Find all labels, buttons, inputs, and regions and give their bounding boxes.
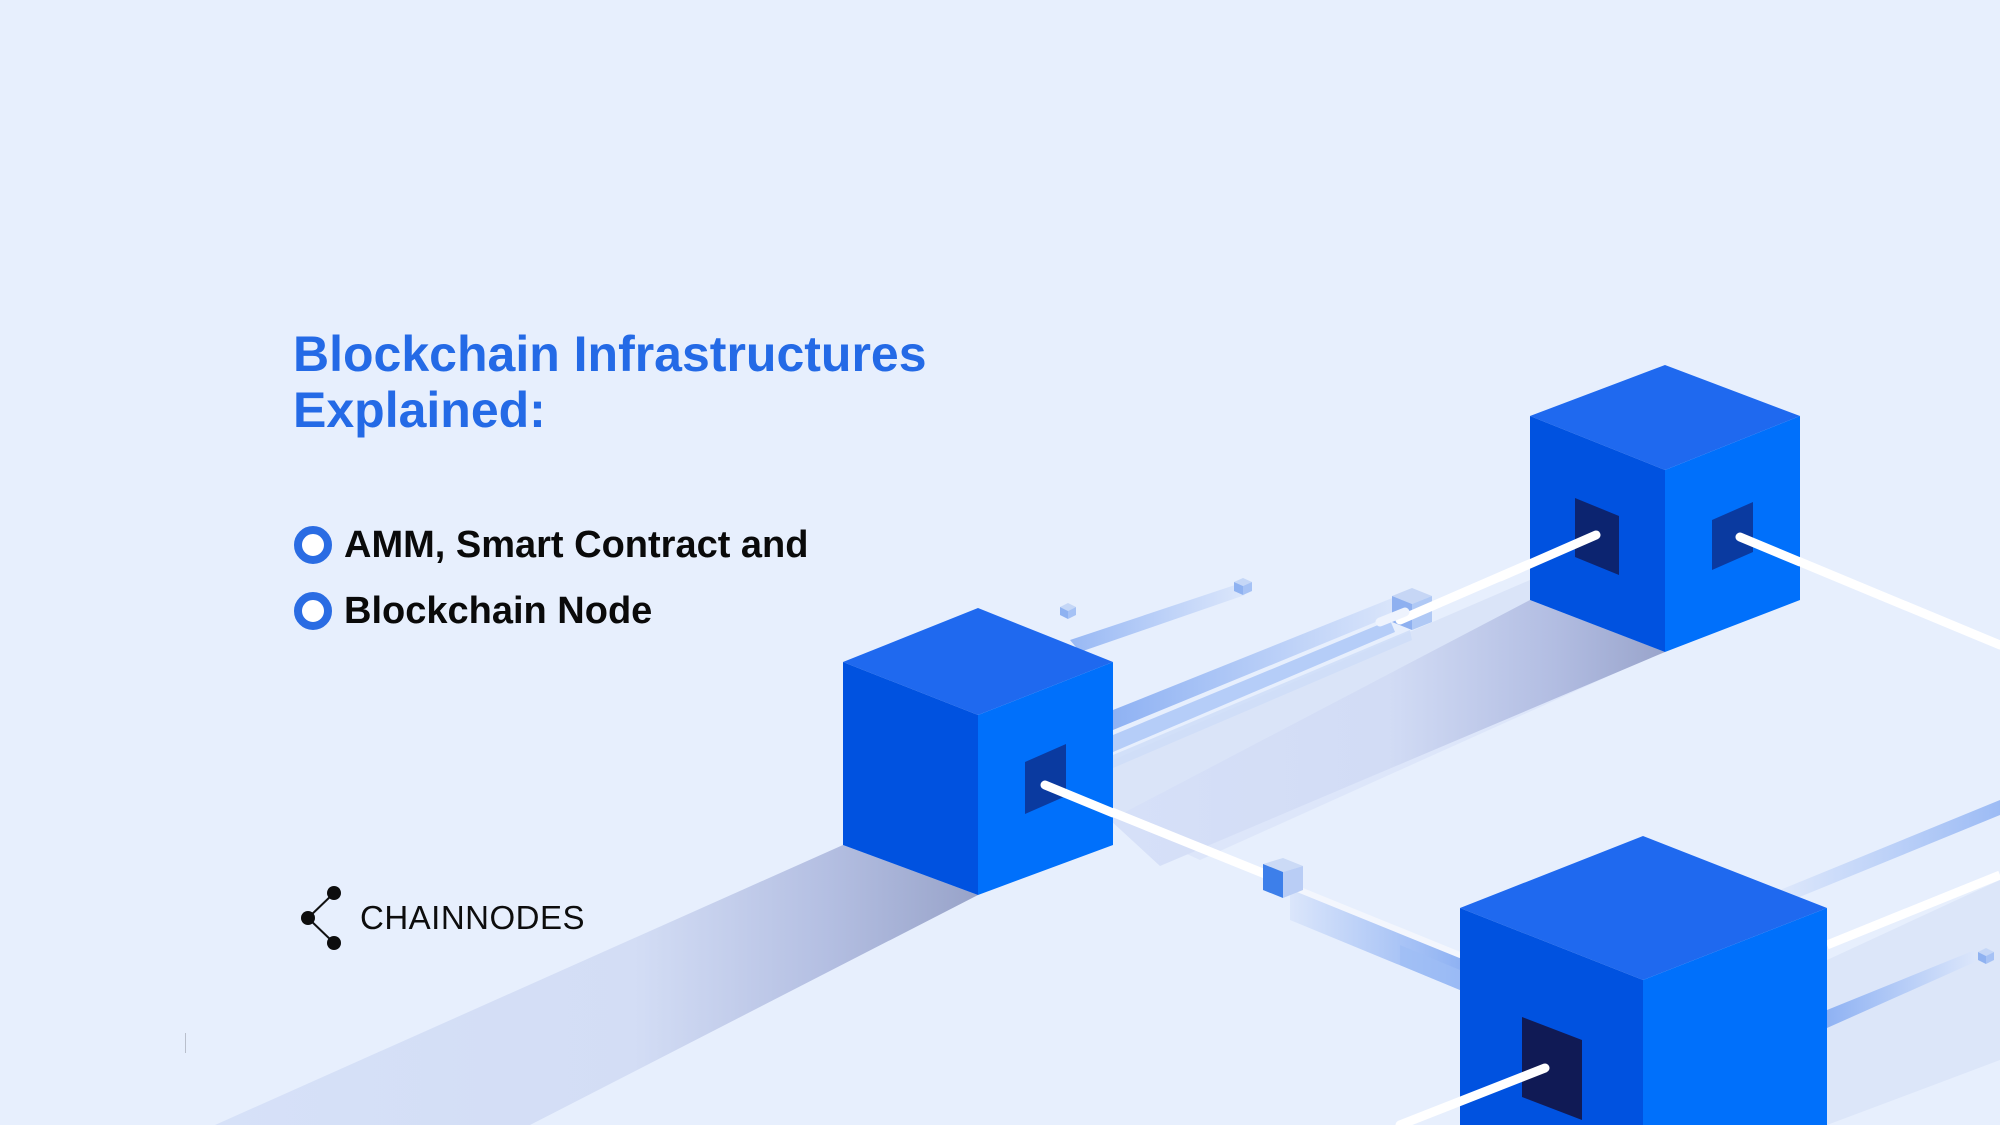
beam [1113,630,1412,768]
mini-cube [1060,603,1076,619]
link-line [1292,885,1463,958]
title-line-1: Blockchain Infrastructures [293,326,927,382]
link-line [1825,870,2000,950]
brand-logo: CHAINNODES [298,885,585,951]
beam [1070,585,1245,652]
floor-strip [1113,580,1530,820]
cube-left [843,608,1113,895]
bullet-label: Blockchain Node [344,589,653,632]
mini-cube [1234,578,1252,595]
beam [1113,595,1400,730]
mini-cube [1978,948,1994,964]
slide-title: Blockchain Infrastructures Explained: [293,326,927,438]
bullet-item-amm: AMM, Smart Contract and [294,512,808,578]
bullet-label: AMM, Smart Contract and [344,523,809,566]
bullet-item-node: Blockchain Node [294,578,808,644]
cube-bottom-right [1460,836,1827,1125]
beam [1827,950,1975,1028]
beam [1400,945,1460,990]
mini-cube [1263,858,1303,898]
cube-shadow [215,845,978,1125]
floor-strip [1827,880,2000,1125]
link-line [1375,607,1410,627]
link-line [1395,1063,1550,1125]
beam [1113,620,1395,752]
decorative-tick [185,1033,186,1053]
link-line [1735,532,1805,567]
link-line [1495,530,1601,582]
ring-bullet-icon [294,526,332,564]
bullet-list: AMM, Smart Contract and Blockchain Node [294,512,808,644]
brand-name: CHAINNODES [360,899,586,936]
share-nodes-icon [301,886,341,950]
ring-bullet-icon [294,592,332,630]
beam [1780,800,2000,905]
title-line-2: Explained: [293,382,546,438]
link-line [1040,780,1118,818]
cube-shadow [1110,600,1665,866]
